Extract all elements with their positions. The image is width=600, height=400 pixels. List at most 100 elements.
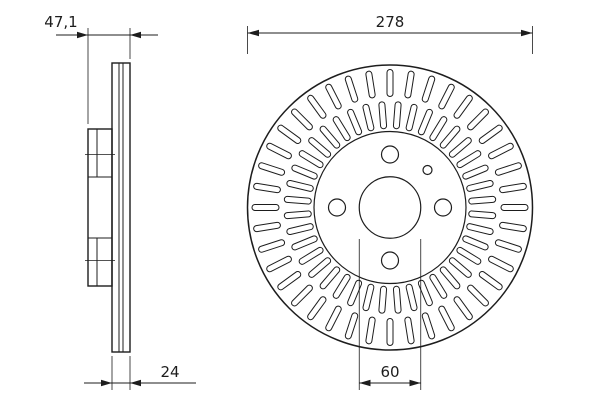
outer-circle: [246, 64, 534, 351]
vent-slot: [467, 108, 489, 131]
bolt-hole-centerlines: [85, 154, 115, 261]
vent-slot: [291, 235, 318, 251]
vent-slot: [456, 246, 482, 265]
bolt-hole-bottom: [380, 251, 400, 270]
vent-slot: [277, 124, 302, 144]
vent-slot: [494, 162, 522, 176]
dimension-label-disc-thickness: 24: [160, 363, 179, 381]
dimension-label-outer-diameter: 278: [376, 13, 405, 31]
vent-slot: [386, 69, 394, 97]
vent-slot: [258, 162, 286, 176]
vent-slot: [456, 150, 482, 169]
extension-lines-60: [358, 239, 422, 390]
vent-slot: [325, 83, 342, 110]
vent-slot: [500, 204, 529, 211]
friction-ring-profile: [111, 62, 131, 353]
vent-slot: [319, 125, 341, 149]
pilot-hole: [422, 164, 433, 176]
arrowhead-right-47-1: [130, 31, 141, 39]
vent-slot: [365, 70, 376, 99]
vent-slot: [478, 124, 503, 144]
vent-slot: [488, 142, 514, 160]
vent-slot: [466, 223, 494, 236]
vent-slot: [365, 316, 376, 345]
vent-slot: [332, 116, 351, 142]
vent-slot: [332, 273, 351, 299]
arrowhead-left-278: [247, 29, 259, 37]
vent-slot: [319, 266, 341, 290]
vent-slot: [453, 94, 473, 119]
arrowhead-left-60: [359, 379, 371, 387]
vent-slot: [405, 283, 418, 312]
vent-slot: [448, 257, 472, 278]
vent-slot: [253, 182, 281, 194]
vent-slot: [404, 70, 415, 99]
vent-slot: [325, 305, 342, 332]
side-view: [85, 62, 131, 353]
vent-slot: [307, 296, 327, 321]
vent-slot-pattern: [251, 69, 529, 346]
vent-slot: [417, 108, 433, 136]
vent-slot: [307, 94, 327, 119]
vent-slot: [251, 204, 280, 211]
vent-slot: [266, 255, 292, 273]
dimension-label-center-hole: 60: [380, 363, 399, 381]
hub-circle: [313, 130, 467, 285]
vent-slot: [448, 137, 472, 158]
vent-slot: [283, 210, 312, 220]
vent-slot: [386, 318, 394, 346]
dimension-overall-width: 47,1: [44, 13, 158, 124]
bolt-hole-top: [380, 145, 400, 164]
arrowhead-right-60: [409, 379, 421, 387]
arrowhead-left-24: [101, 379, 112, 387]
vent-slot: [499, 221, 527, 233]
center-hole: [358, 176, 422, 239]
vent-slot: [453, 296, 473, 321]
vent-slot: [478, 271, 503, 291]
vent-slot: [468, 210, 497, 220]
vent-slot: [277, 271, 302, 291]
extension-lines-47-1: [87, 28, 131, 124]
vent-slot: [298, 150, 324, 169]
dimension-label-overall-width: 47,1: [44, 13, 77, 31]
hat-profile: [87, 128, 113, 287]
vent-slot: [405, 103, 418, 132]
extension-lines-278: [247, 26, 533, 54]
vent-slot: [291, 108, 313, 131]
vent-slot: [253, 221, 281, 233]
vent-slot: [378, 285, 388, 314]
dimension-center-hole: 60: [358, 239, 422, 390]
dimension-outer-diameter: 278: [247, 13, 533, 54]
vent-slot: [499, 182, 527, 194]
vent-slot: [429, 116, 448, 142]
vent-slot: [291, 284, 313, 307]
vent-slot: [404, 316, 415, 345]
vent-slot: [266, 142, 292, 160]
vent-slot: [439, 125, 461, 149]
center-hole-profile: [88, 176, 112, 239]
vent-slot: [392, 285, 402, 314]
vent-slot: [378, 101, 388, 130]
vent-slot: [494, 239, 522, 253]
bolt-hole-left: [327, 198, 347, 217]
vent-slot: [298, 246, 324, 265]
vent-slot: [308, 257, 332, 278]
vent-slot: [347, 108, 363, 136]
vent-slot: [347, 279, 363, 307]
vent-slot: [362, 283, 375, 312]
vent-slot: [421, 312, 436, 340]
vent-slot: [488, 255, 514, 273]
vent-slot: [392, 101, 402, 130]
arrowhead-right-278: [521, 29, 533, 37]
vent-slot: [286, 223, 314, 236]
vent-slot: [417, 279, 433, 307]
bolt-hole-right: [433, 198, 453, 217]
vent-slot: [291, 164, 318, 180]
vent-slot: [467, 284, 489, 307]
vent-slot: [421, 75, 436, 103]
vent-slot: [286, 179, 314, 192]
vent-slot: [439, 266, 461, 290]
vent-slot: [258, 239, 286, 253]
